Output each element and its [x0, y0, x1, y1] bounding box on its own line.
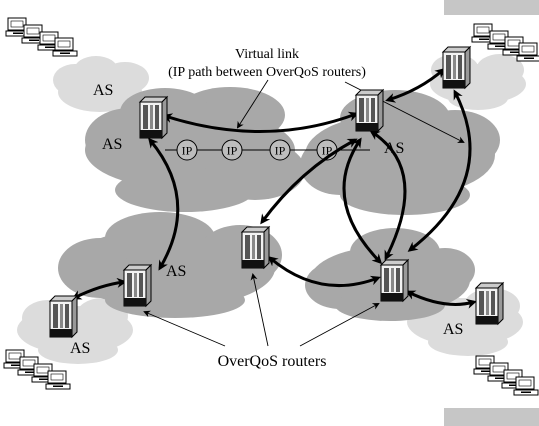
corner-box-top-right — [444, 0, 539, 15]
edge-server-icon — [475, 282, 504, 325]
router-server-icon — [355, 89, 384, 132]
as-label: AS — [93, 82, 113, 99]
virtual-link-top — [162, 111, 359, 133]
virtual-link-label: Virtual link — [235, 47, 299, 62]
router-server-icon — [139, 96, 168, 139]
ip-node: IP — [269, 139, 291, 161]
router-server-icon — [380, 259, 409, 302]
ip-node: IP — [221, 139, 243, 161]
edge-server-icon — [442, 46, 471, 89]
virtual-link-left-vertical — [148, 137, 180, 271]
virtual-link-center-left — [260, 138, 358, 225]
router-pointer — [250, 273, 269, 347]
virtual-link-top-right — [385, 68, 446, 103]
desktop-computer-icon — [52, 37, 78, 57]
desktop-computer-icon — [45, 370, 71, 390]
desktop-computer-icon — [516, 42, 539, 62]
desktop-computer-icon — [513, 376, 539, 396]
virtual-link-center-bottom — [267, 256, 381, 288]
svg-text:IP: IP — [275, 144, 286, 158]
virtual-link-bottom-right — [405, 290, 477, 309]
virtual-links — [71, 68, 477, 309]
pc-cluster-bottom-right — [473, 355, 539, 396]
cloud-light-top-left — [53, 56, 149, 112]
edge-server-icon — [49, 295, 78, 338]
pc-cluster-top-right — [471, 23, 539, 62]
ip-node: IP — [176, 139, 198, 161]
as-label: AS — [384, 140, 404, 157]
overqos-routers-label: OverQoS routers — [218, 353, 327, 370]
virtual-link-bottom-left — [71, 277, 127, 300]
pc-cluster-top-left — [5, 17, 78, 57]
virtual-link-description: (IP path between OverQoS routers) — [168, 65, 366, 80]
virtual-link-pointer — [236, 79, 269, 129]
virtual-link-right-curve — [369, 130, 407, 261]
router-pointer — [143, 310, 226, 347]
as-label: AS — [443, 321, 463, 338]
virtual-link-far-right — [407, 89, 472, 252]
svg-text:IP: IP — [182, 144, 193, 158]
as-label: AS — [102, 136, 122, 153]
as-label: AS — [70, 340, 90, 357]
router-server-icon — [241, 226, 270, 269]
corner-box-bottom-right — [444, 408, 539, 426]
svg-text:IP: IP — [227, 144, 238, 158]
virtual-link-right-vertical — [342, 137, 383, 265]
router-server-icon — [123, 264, 152, 307]
as-label: AS — [166, 263, 186, 280]
router-pointer — [299, 303, 380, 347]
